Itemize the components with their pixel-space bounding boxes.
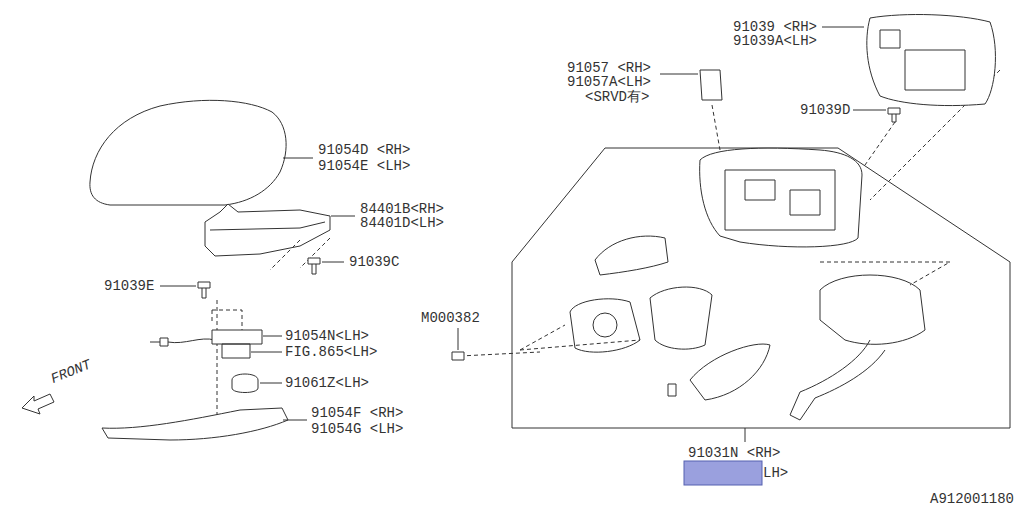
diagram-code: A912001180	[930, 492, 1014, 506]
part-number: 91057 <RH>	[567, 61, 651, 75]
harness	[790, 340, 885, 420]
leader-line	[251, 352, 282, 353]
mirror-glass	[867, 15, 996, 106]
lower-cover	[102, 408, 288, 440]
base-plate	[570, 299, 640, 352]
part-number: 91031N <RH>	[688, 446, 780, 460]
parts-group	[22, 15, 1010, 485]
assembly-outline	[512, 148, 1010, 428]
mirror-housing-inner	[725, 170, 835, 230]
front-arrow	[22, 394, 54, 414]
screw	[308, 258, 320, 274]
part-number: 91039C	[349, 255, 399, 269]
harness-connector	[212, 330, 262, 358]
part-number: FIG.865<LH>	[285, 345, 377, 359]
mirror-cover	[90, 100, 286, 205]
leader-line	[660, 74, 698, 75]
srvd-module	[700, 70, 722, 100]
part-number: 84401D<LH>	[360, 216, 444, 230]
screw	[668, 384, 676, 396]
part-number: M000382	[421, 311, 480, 325]
turn-lamp	[205, 204, 330, 256]
motor	[593, 313, 617, 337]
option-note: <SRVD有>	[585, 90, 649, 104]
leader-line	[283, 420, 307, 421]
part-number: 91054E <LH>	[318, 159, 410, 173]
leader-line	[853, 110, 886, 111]
screw	[452, 352, 464, 360]
bracket	[595, 236, 668, 275]
mirror-housing	[700, 148, 862, 247]
leader-line	[283, 158, 313, 159]
leader-line	[458, 328, 459, 350]
highlight-box	[684, 461, 762, 485]
part-number: 91039D	[800, 103, 850, 117]
part-number: 91054N<LH>	[285, 329, 369, 343]
part-number: LH>	[763, 466, 788, 480]
part-number: 91061Z<LH>	[285, 376, 369, 390]
front-label: FRONT	[49, 357, 93, 386]
pad	[232, 374, 258, 393]
leader-line	[260, 383, 282, 384]
fold-unit	[820, 275, 925, 344]
cover-plate	[690, 344, 770, 400]
screw	[198, 282, 210, 298]
dashed-guide	[270, 238, 330, 270]
part-number: 91039E	[104, 279, 154, 293]
turn-lamp-edge	[210, 222, 325, 230]
leader-line	[263, 336, 282, 337]
part-number: 91057A<LH>	[567, 75, 651, 89]
part-number: 84401B<RH>	[360, 202, 444, 216]
leader-line	[160, 286, 196, 287]
screw	[888, 108, 900, 122]
leader-line	[322, 262, 344, 263]
dashed-guide	[460, 262, 950, 356]
leader-line	[745, 428, 746, 442]
part-number: 91039A<LH>	[733, 34, 817, 48]
leader-line	[331, 216, 355, 217]
part-number: 91039 <RH>	[733, 20, 817, 34]
part-number: 91054G <LH>	[311, 422, 403, 436]
leader-line	[822, 27, 864, 28]
dashed-guide	[212, 300, 242, 420]
actuator	[650, 287, 712, 349]
glass-plate	[880, 30, 965, 90]
part-number: 91054D <RH>	[318, 143, 410, 157]
part-number: 91054F <RH>	[311, 406, 403, 420]
